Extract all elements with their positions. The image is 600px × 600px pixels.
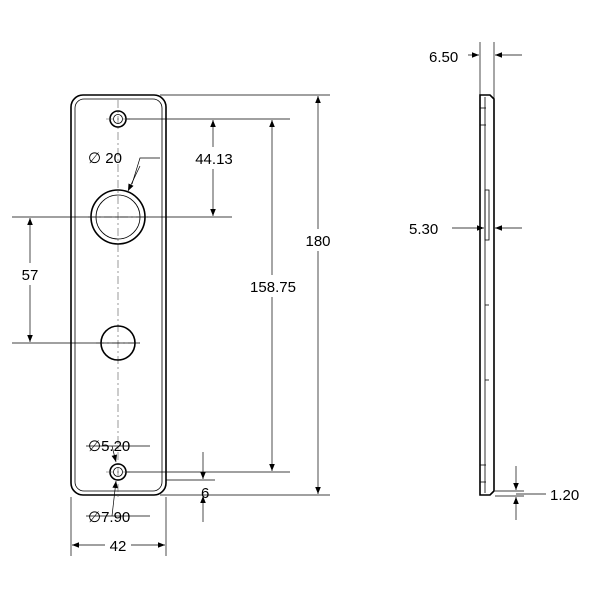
dim-small-diameter: ∅5.20: [88, 438, 130, 455]
side-profile: [479, 94, 495, 496]
dim-side-edge: 1.20: [550, 487, 579, 504]
leader-hole-diameter: [131, 157, 160, 185]
dim-side-inner: 5.30: [409, 221, 438, 238]
plate-bevel: [74, 98, 163, 492]
plate-outline: [70, 94, 167, 496]
dim-overall-height: 180: [305, 233, 330, 250]
dim-side-thickness: 6.50: [429, 49, 458, 66]
dim-hole-offset: 44.13: [195, 151, 233, 168]
dim-hole-spacing: 57: [22, 267, 39, 284]
dim-hole-diameter: ∅ 20: [88, 150, 122, 167]
dim-edge-offset: 6: [201, 485, 209, 502]
side-view: 6.50 5.30 1.20: [409, 42, 579, 520]
dim-countersink-diameter: ∅7.90: [88, 509, 130, 526]
front-view: 44.13 158.75 180 57 ∅ 20 ∅5.20 6 ∅7.90: [12, 94, 336, 556]
dim-overall-width: 42: [110, 538, 127, 555]
dim-screw-spacing: 158.75: [250, 279, 296, 296]
